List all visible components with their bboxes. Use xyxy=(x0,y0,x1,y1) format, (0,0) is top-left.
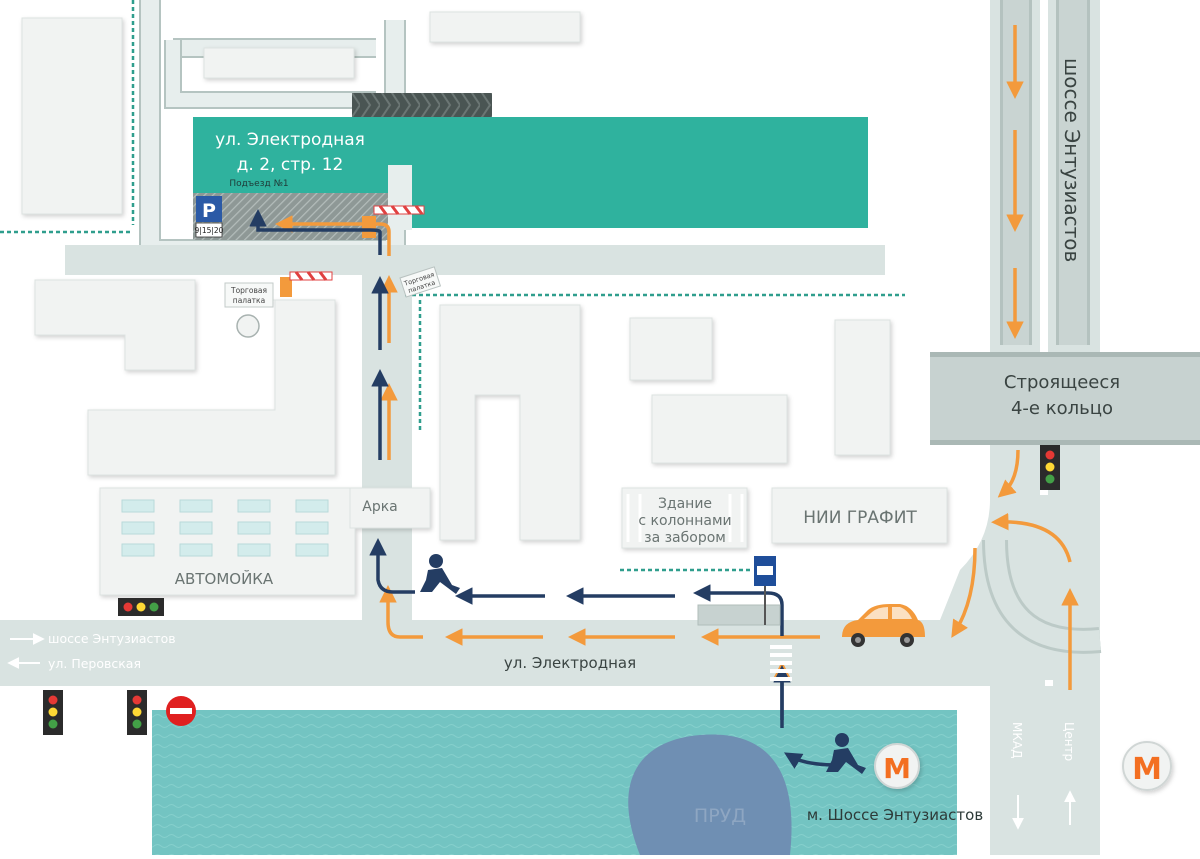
walker-icon xyxy=(420,554,460,594)
metro-letter-right: М xyxy=(1132,752,1162,787)
traffic-light-2 xyxy=(118,598,164,616)
highway-label: шоссе Энтузиастов xyxy=(1060,58,1084,262)
pond xyxy=(628,734,792,855)
ring-label-2: 4-е кольцо xyxy=(1011,398,1113,419)
carwash-windows xyxy=(121,499,329,557)
tent-label-top-1: Торговая xyxy=(230,286,267,295)
car-icon xyxy=(842,604,925,647)
texts: ул. Электродная д. 2, стр. 12 Подъезд №1… xyxy=(48,58,1162,827)
metro-station-label: м. Шоссе Энтузиастов xyxy=(807,806,983,824)
arch-label: Арка xyxy=(362,499,398,515)
address-line1: ул. Электродная xyxy=(215,130,365,150)
metro-icon xyxy=(874,743,920,789)
columns-label-3: за забором xyxy=(644,530,726,546)
tent-label-top-2: палатка xyxy=(233,296,265,305)
parking-hours: 9|15|20 xyxy=(195,226,224,235)
traffic-light-3 xyxy=(43,690,63,735)
buildings xyxy=(21,11,948,596)
tent-sign-top xyxy=(224,282,274,308)
barrier-gate xyxy=(280,271,333,297)
water-area xyxy=(152,710,957,855)
fences xyxy=(0,0,905,572)
barrier-parking xyxy=(362,205,425,238)
address-line2: д. 2, стр. 12 xyxy=(237,155,344,175)
tent-sign-right xyxy=(399,266,442,298)
metro-icon-right xyxy=(1122,741,1172,791)
carwash-label: АВТОМОЙКА xyxy=(175,569,274,588)
road-vertical xyxy=(362,265,412,625)
columns-label-2: с колоннами xyxy=(638,513,731,529)
car-route xyxy=(275,25,1079,690)
parking-hours-plate xyxy=(195,222,223,238)
bus-stop-sign xyxy=(754,556,776,625)
tent-circle xyxy=(236,314,260,338)
parking-sign xyxy=(196,196,222,222)
legend-highway: шоссе Энтузиастов xyxy=(48,631,176,646)
metro-letter: М xyxy=(883,752,911,785)
columns-label-1: Здание xyxy=(658,496,712,512)
nii-label: НИИ ГРАФИТ xyxy=(803,508,917,528)
entrance-label: Подъезд №1 xyxy=(229,179,288,189)
legend-perovskaya: ул. Перовская xyxy=(48,656,141,671)
traffic-light-4 xyxy=(127,690,147,735)
pond-label: ПРУД xyxy=(694,805,746,827)
columns-pillars xyxy=(626,494,744,542)
bus-shelter xyxy=(697,604,781,626)
ring-bridge xyxy=(930,352,1200,445)
road-electrodnaya xyxy=(0,620,990,686)
parking-letter: P xyxy=(202,200,216,222)
walker-metro-icon xyxy=(826,733,866,774)
road-north xyxy=(65,245,885,275)
no-entry-icon xyxy=(166,696,196,726)
walk-route xyxy=(249,209,839,769)
center-label: Центр xyxy=(1062,722,1076,761)
mkad-label: МКАД xyxy=(1010,722,1024,758)
ring-label-1: Строящееся xyxy=(1004,372,1120,393)
crosswalk xyxy=(770,645,792,681)
traffic-light-1 xyxy=(1040,445,1060,490)
street-label: ул. Электродная xyxy=(504,654,636,672)
